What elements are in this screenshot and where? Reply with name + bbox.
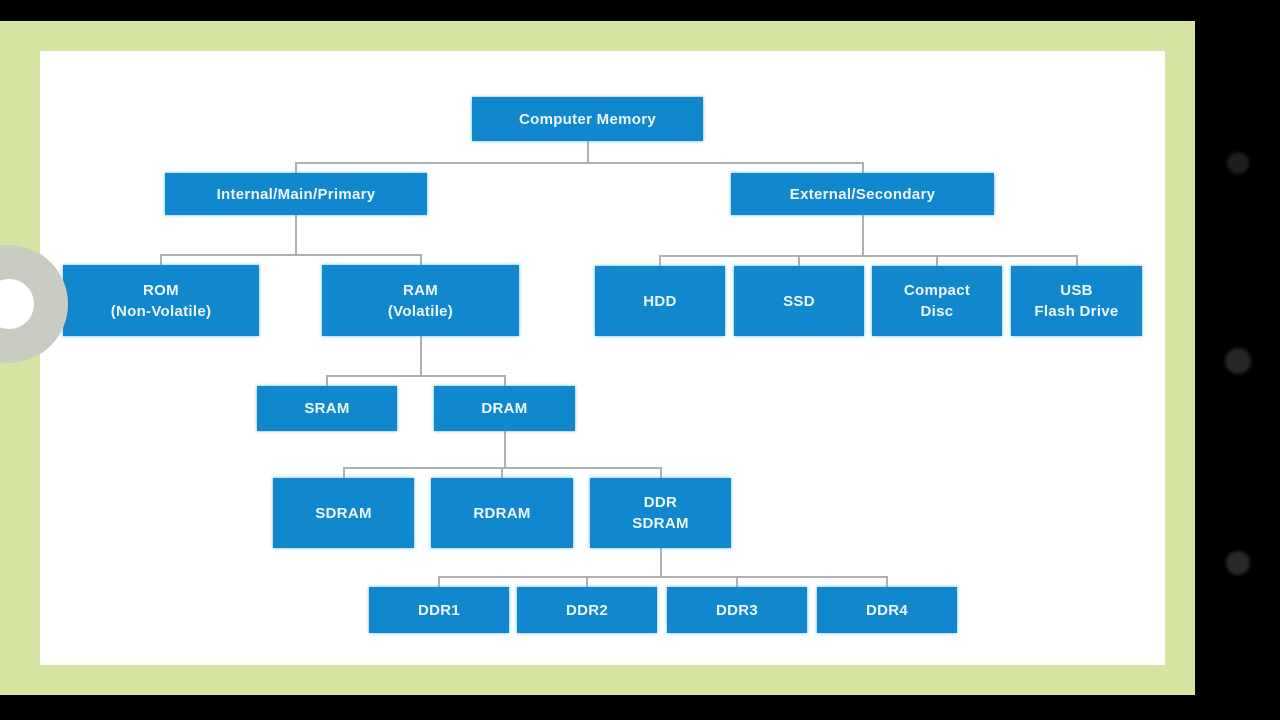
node-label: External/Secondary <box>789 185 936 203</box>
node-label: DDR2 <box>565 601 609 619</box>
node-label: Computer Memory <box>518 110 657 128</box>
node-label: SRAM <box>304 400 350 417</box>
node-compact-disc: Compact Disc <box>872 266 1002 336</box>
node-label: (Volatile) <box>387 302 454 320</box>
connector-line <box>861 215 864 255</box>
node-ssd: SSD <box>734 266 864 336</box>
connector-line <box>503 431 506 467</box>
node-label: Compact <box>903 282 971 299</box>
slide-canvas <box>40 51 1165 665</box>
connector-line <box>295 162 297 173</box>
node-dram: DRAM <box>434 386 575 431</box>
node-label: SSD <box>783 292 815 310</box>
connector-line <box>503 375 506 386</box>
connector-line <box>659 467 662 478</box>
letterbox-top <box>0 0 1280 21</box>
node-ram: RAM (Volatile) <box>322 265 519 336</box>
node-label: RDRAM <box>473 504 531 522</box>
node-hdd: HDD <box>595 266 725 336</box>
connector-line <box>659 255 661 266</box>
node-usb-flash-drive: USB Flash Drive <box>1011 266 1142 336</box>
connector-line <box>419 254 422 265</box>
connector-line <box>342 467 662 469</box>
node-ddr1: DDR1 <box>369 587 509 633</box>
connector-line <box>886 576 888 587</box>
node-label: Internal/Main/Primary <box>216 185 376 203</box>
node-rdram: RDRAM <box>431 478 573 548</box>
connector-line <box>936 255 938 266</box>
connector-line <box>659 548 662 576</box>
letterbox-bottom <box>0 695 1280 720</box>
connector-line <box>160 254 422 256</box>
player-overlay-circle-center <box>0 279 34 329</box>
node-label: ROM <box>143 281 179 299</box>
connector-line <box>659 255 1078 257</box>
node-label: SDRAM <box>632 515 689 532</box>
node-label: DDR3 <box>715 601 759 619</box>
node-ddr3: DDR3 <box>667 587 807 633</box>
node-label: USB <box>1060 282 1093 299</box>
connector-line <box>160 254 162 265</box>
connector-line <box>326 375 328 386</box>
node-label: HDD <box>643 292 677 310</box>
node-label: DDR1 <box>417 601 461 619</box>
connector-line <box>586 141 589 162</box>
connector-line <box>586 576 588 587</box>
connector-line <box>501 467 503 478</box>
node-label: Disc <box>920 303 954 320</box>
node-internal: Internal/Main/Primary <box>165 173 427 215</box>
connector-line <box>295 215 297 254</box>
connector-line <box>326 375 506 377</box>
node-label: DDR <box>643 494 678 511</box>
node-computer-memory: Computer Memory <box>472 97 703 141</box>
node-rom: ROM (Non-Volatile) <box>63 265 259 336</box>
node-label: DRAM <box>481 400 528 417</box>
connector-line <box>1075 255 1078 266</box>
node-sram: SRAM <box>257 386 397 431</box>
connector-line <box>861 162 864 173</box>
node-label: Flash Drive <box>1034 303 1119 320</box>
player-dim-dot <box>1226 551 1250 575</box>
player-dim-dot <box>1225 348 1251 374</box>
connector-line <box>419 336 422 375</box>
connector-line <box>295 162 864 164</box>
connector-line <box>438 576 440 587</box>
connector-line <box>342 467 345 478</box>
connector-line <box>798 255 800 266</box>
node-label: SDRAM <box>315 504 372 522</box>
node-ddr2: DDR2 <box>517 587 657 633</box>
node-sdram: SDRAM <box>273 478 414 548</box>
node-label: DDR4 <box>865 601 909 619</box>
node-external: External/Secondary <box>731 173 994 215</box>
node-label: RAM <box>402 281 439 299</box>
node-ddr-sdram: DDR SDRAM <box>590 478 731 548</box>
node-ddr4: DDR4 <box>817 587 957 633</box>
node-label: (Non-Volatile) <box>110 302 212 320</box>
player-dim-dot <box>1227 152 1249 174</box>
connector-line <box>438 576 888 578</box>
connector-line <box>736 576 738 587</box>
